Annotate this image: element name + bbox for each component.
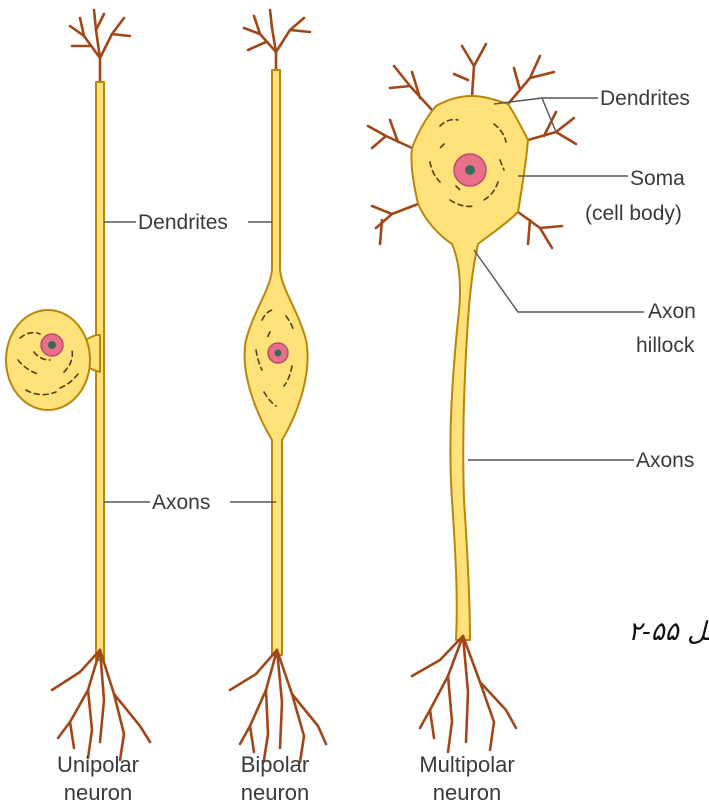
figure-caption: شکل ۵۵-۲ [628,617,709,647]
unipolar-bottom-terminals [52,650,150,760]
multipolar-nucleolus [465,165,475,175]
axon-hillock-label-line2: hillock [636,334,695,357]
bipolar-nucleolus [275,350,282,357]
bipolar-bottom-terminals [230,650,326,762]
unipolar-caption-line2: neuron [64,780,133,805]
soma-sublabel: (cell body) [585,202,682,225]
unipolar-top-dendrites [70,10,130,82]
soma-label: Soma [630,167,685,190]
multipolar-neuron [368,44,576,752]
unipolar-axons-label: Axons [152,491,210,514]
bipolar-neuron [230,10,326,762]
multipolar-axon-terminals [412,636,516,752]
unipolar-dendrites-label: Dendrites [138,211,228,234]
multipolar-caption-line2: neuron [433,780,502,805]
multipolar-dendrites-label: Dendrites [600,87,690,110]
bipolar-top-dendrites [244,10,310,72]
unipolar-neuron [6,10,150,760]
multipolar-axons-label: Axons [636,449,694,472]
unipolar-caption-line1: Unipolar [57,752,139,777]
multipolar-caption-line1: Multipolar [419,752,514,777]
unipolar-nucleolus [48,341,56,349]
axon-hillock-label-line1: Axon [648,300,696,323]
leader-lines [104,98,644,502]
bipolar-caption-line1: Bipolar [241,752,309,777]
bipolar-caption-line2: neuron [241,780,310,805]
